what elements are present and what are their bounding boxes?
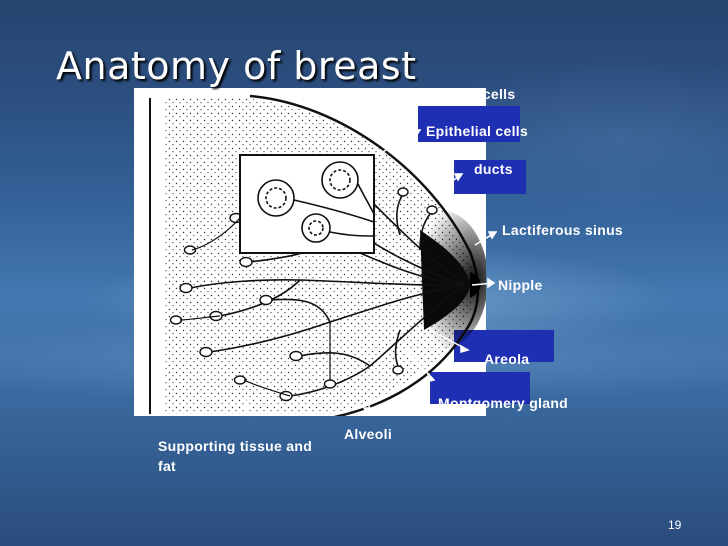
ducts-box (454, 160, 526, 194)
label-myoepithelial-cells: Myoepithelial cells (386, 86, 516, 102)
label-arrows (240, 97, 498, 416)
label-ducts: ducts (474, 161, 513, 177)
areola-box (454, 330, 554, 362)
enlargement-box (239, 154, 375, 254)
epithelial-cells-box (418, 106, 520, 142)
alveoli-clusters (257, 161, 375, 243)
montgomery-gland-box (430, 372, 530, 404)
label-areola: Areola (484, 351, 530, 367)
slide-title: Anatomy of breast (56, 44, 417, 88)
label-lactiferous-sinus: Lactiferous sinus (502, 222, 624, 238)
label-supporting-tissue: Supporting tissue and fat (158, 438, 313, 474)
page-number: 19 (668, 518, 682, 532)
label-nipple: Nipple (498, 277, 543, 293)
label-montgomery-gland: Montgomery gland (438, 395, 569, 411)
label-epithelial-cells: Epithelial cells (426, 123, 529, 139)
label-alveoli: Alveoli (344, 426, 393, 442)
